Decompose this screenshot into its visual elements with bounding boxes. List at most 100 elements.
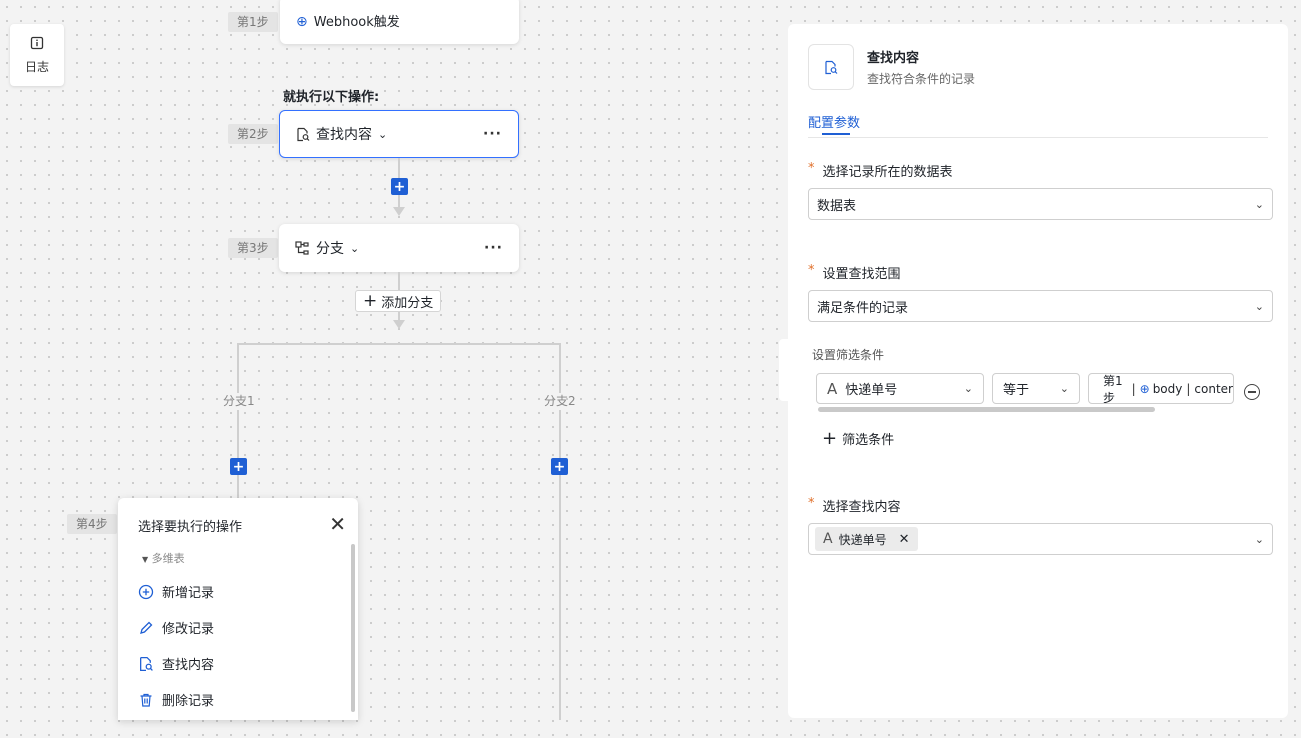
branch1-label: 分支1	[223, 394, 255, 408]
connector	[559, 475, 561, 720]
step3-card[interactable]: 分支 ⌄ ···	[279, 224, 519, 272]
chevron-down-icon[interactable]: ⌄	[378, 127, 388, 141]
branch2-label: 分支2	[544, 394, 576, 408]
content-tag: A 快递单号 ✕	[815, 527, 918, 551]
branch-icon	[295, 240, 309, 255]
step1-card[interactable]: ⊕ Webhook触发	[280, 0, 519, 44]
popup-item-label: 新增记录	[162, 586, 215, 601]
more-icon[interactable]: ···	[484, 240, 503, 256]
then-label: 就执行以下操作:	[283, 90, 380, 105]
filter-field-value: 快递单号	[845, 383, 898, 398]
search-doc-icon	[140, 656, 153, 671]
scope-select-value: 满足条件的记录	[817, 300, 909, 316]
connector	[398, 272, 400, 290]
popup-item-label: 修改记录	[162, 622, 215, 637]
action-picker-popup: 选择要执行的操作 ✕ ▼ 多维表 新增记录 修改记录 查找内容 删除记录	[118, 498, 358, 720]
search-doc-icon	[297, 127, 310, 141]
step4-tag: 第4步	[67, 514, 117, 534]
step3-card-label: 分支	[316, 241, 344, 257]
tab-config[interactable]: 配置参数	[808, 116, 861, 131]
required-icon: *	[808, 496, 815, 511]
branch1-add-button[interactable]: +	[230, 458, 247, 475]
plus-circle-icon	[138, 584, 154, 599]
content-tag-label: 快递单号	[838, 532, 887, 547]
connector	[398, 195, 400, 207]
filter-scrollbar[interactable]	[818, 407, 1155, 412]
filter-label: 设置筛选条件	[812, 348, 885, 362]
popup-item-delete-record[interactable]: 删除记录	[138, 690, 214, 709]
popup-title: 选择要执行的操作	[138, 520, 243, 535]
plus-icon: +	[363, 290, 378, 311]
text-type-icon: A	[827, 379, 838, 398]
panel-title: 查找内容	[867, 51, 920, 66]
filter-value-step: 第1步	[1103, 373, 1123, 404]
trash-icon	[140, 693, 152, 707]
scope-select[interactable]: 满足条件的记录 ⌄	[808, 290, 1273, 322]
globe-icon: ⊕	[1139, 381, 1150, 396]
separator: |	[1186, 381, 1191, 396]
info-icon	[30, 36, 44, 49]
plus-icon: +	[822, 427, 838, 449]
step1-card-label: Webhook触发	[313, 15, 400, 30]
add-branch-button[interactable]: + 添加分支	[355, 290, 442, 312]
connector	[398, 158, 400, 178]
config-panel: 查找内容 查找符合条件的记录 配置参数 * 选择记录所在的数据表 数据表 ⌄ *…	[788, 24, 1288, 718]
arrow-down-icon	[393, 320, 405, 329]
step2-tag: 第2步	[228, 124, 278, 144]
required-icon: *	[808, 161, 815, 176]
remove-tag-icon[interactable]: ✕	[898, 531, 910, 547]
remove-condition-icon[interactable]	[1244, 384, 1260, 400]
filter-value-body: body	[1152, 381, 1183, 396]
connector	[559, 410, 561, 458]
popup-item-find-content[interactable]: 查找内容	[138, 654, 214, 673]
table-select[interactable]: 数据表 ⌄	[808, 188, 1273, 220]
step1-tag: 第1步	[228, 12, 278, 32]
branch2-add-button[interactable]: +	[551, 458, 568, 475]
filter-op-select[interactable]: 等于 ⌄	[992, 373, 1080, 404]
add-step-button[interactable]: +	[391, 178, 408, 195]
log-button[interactable]: 日志	[10, 24, 64, 86]
chevron-down-icon: ⌄	[1254, 197, 1264, 211]
required-icon: *	[808, 263, 815, 278]
log-label: 日志	[24, 59, 49, 74]
add-filter-label: 筛选条件	[842, 433, 895, 448]
table-select-value: 数据表	[817, 198, 857, 214]
arrow-down-icon	[393, 207, 405, 216]
add-filter-button[interactable]: + 筛选条件	[822, 429, 894, 448]
search-doc-icon	[825, 60, 838, 74]
pencil-icon	[140, 621, 153, 634]
popup-item-add-record[interactable]: 新增记录	[138, 582, 214, 601]
separator: |	[1131, 381, 1136, 396]
popup-group[interactable]: ▼ 多维表	[142, 550, 185, 566]
filter-field-select[interactable]: A 快递单号 ⌄	[816, 373, 984, 404]
content-label-text: 选择查找内容	[822, 500, 901, 515]
chevron-down-icon[interactable]: ⌄	[350, 241, 360, 255]
text-type-icon: A	[823, 531, 833, 547]
connector	[559, 343, 561, 393]
tab-underline	[822, 133, 850, 135]
table-label-text: 选择记录所在的数据表	[822, 165, 953, 180]
panel-icon-box	[808, 44, 854, 90]
content-select[interactable]: A 快递单号 ✕ ⌄	[808, 523, 1273, 555]
popup-scrollbar[interactable]	[351, 544, 355, 712]
step2-card[interactable]: 查找内容 ⌄ ···	[279, 110, 519, 158]
step2-card-label: 查找内容	[316, 127, 372, 143]
popup-item-label: 查找内容	[162, 658, 215, 673]
chevron-down-icon: ⌄	[1254, 532, 1264, 546]
filter-value-input[interactable]: 第1步 | ⊕ body | conter	[1088, 373, 1234, 404]
scope-label-text: 设置查找范围	[822, 267, 901, 282]
popup-item-edit-record[interactable]: 修改记录	[138, 618, 214, 637]
more-icon[interactable]: ···	[483, 126, 502, 142]
tab-divider	[808, 137, 1268, 138]
close-icon[interactable]: ✕	[329, 512, 346, 536]
caret-down-icon: ▼	[142, 555, 149, 564]
popup-group-label: 多维表	[151, 552, 185, 565]
add-branch-label: 添加分支	[381, 295, 434, 311]
connector	[398, 312, 400, 320]
step3-tag: 第3步	[228, 238, 278, 258]
chevron-down-icon: ⌄	[1254, 299, 1264, 313]
connector	[237, 475, 239, 499]
scope-field-label: * 设置查找范围	[808, 263, 901, 282]
content-field-label: * 选择查找内容	[808, 496, 901, 515]
panel-subtitle: 查找符合条件的记录	[867, 72, 976, 86]
